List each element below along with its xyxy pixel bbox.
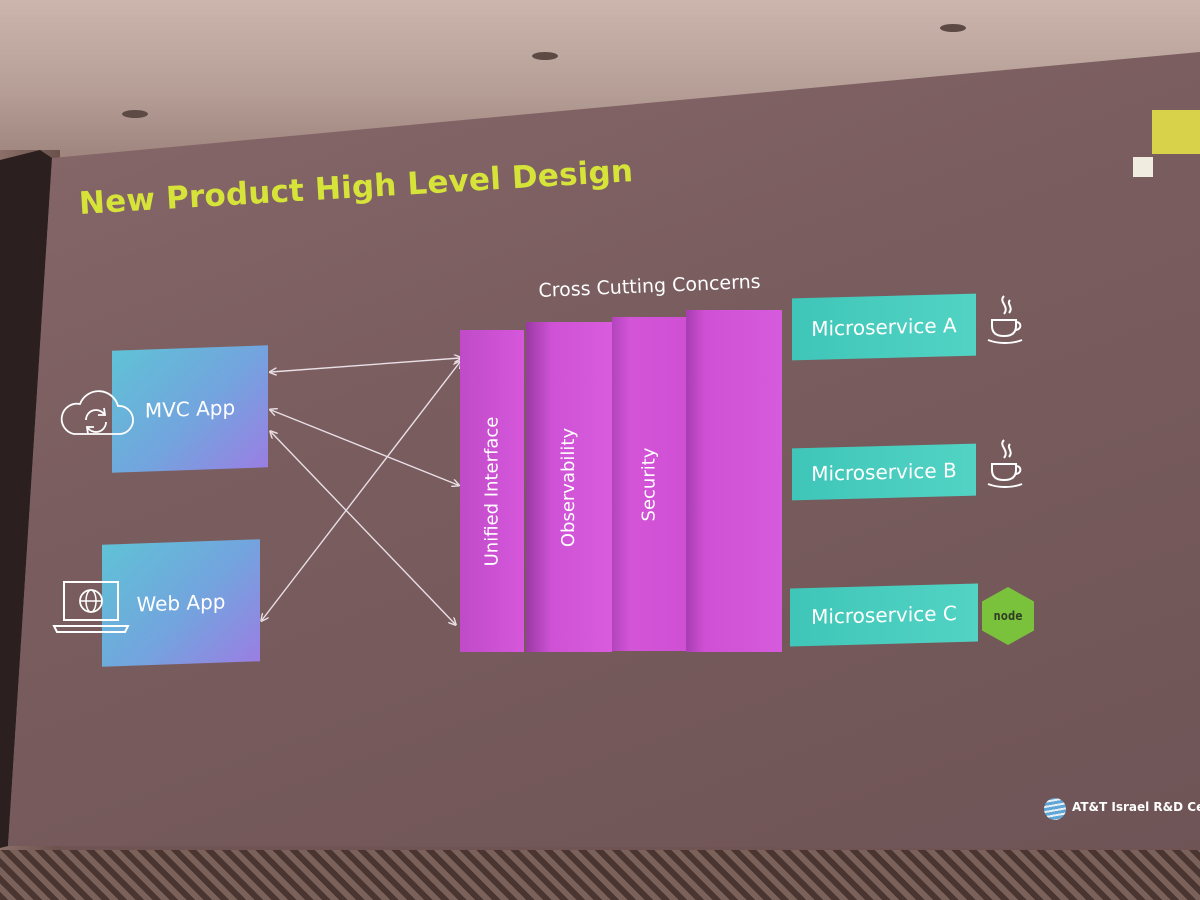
microservice-c-label: Microservice C — [811, 601, 957, 629]
security-label: Security — [638, 447, 660, 521]
att-globe-icon — [1044, 798, 1066, 820]
security-layer: Security — [612, 317, 686, 651]
cloud-sync-icon — [56, 390, 136, 440]
microservice-c-box: Microservice C — [790, 583, 978, 647]
java-icon — [984, 292, 1026, 346]
unified-interface-label: Unified Interface — [481, 416, 503, 566]
floor — [0, 850, 1200, 900]
brand-logo-square — [1152, 110, 1200, 154]
java-icon — [984, 436, 1026, 490]
observability-layer: Observability — [526, 322, 612, 652]
microservice-a-label: Microservice A — [811, 313, 957, 341]
arrow-web-to-interface — [262, 362, 460, 620]
observability-label: Observability — [558, 427, 580, 547]
microservice-b-label: Microservice B — [811, 458, 957, 486]
mvc-app-label: MVC App — [144, 395, 236, 423]
ceiling-light — [532, 52, 558, 60]
microservice-b-box: Microservice B — [792, 443, 976, 501]
microservice-a-box: Microservice A — [792, 293, 976, 361]
arrow-mvc-to-interface — [271, 358, 460, 372]
brand-logo-square-small — [1133, 157, 1153, 177]
footer-text: AT&T Israel R&D Cent — [1072, 800, 1200, 814]
arrow-mvc-to-interface-mid — [271, 410, 458, 485]
web-app-label: Web App — [136, 589, 226, 617]
unified-interface-layer: Unified Interface — [460, 330, 524, 652]
ceiling-light — [122, 110, 148, 118]
nodejs-icon-text: node — [993, 609, 1023, 623]
ceiling-light — [940, 24, 966, 32]
concern-layer — [686, 310, 782, 652]
arrow-mvc-to-interface-low — [271, 432, 455, 624]
laptop-globe-icon — [52, 578, 130, 636]
